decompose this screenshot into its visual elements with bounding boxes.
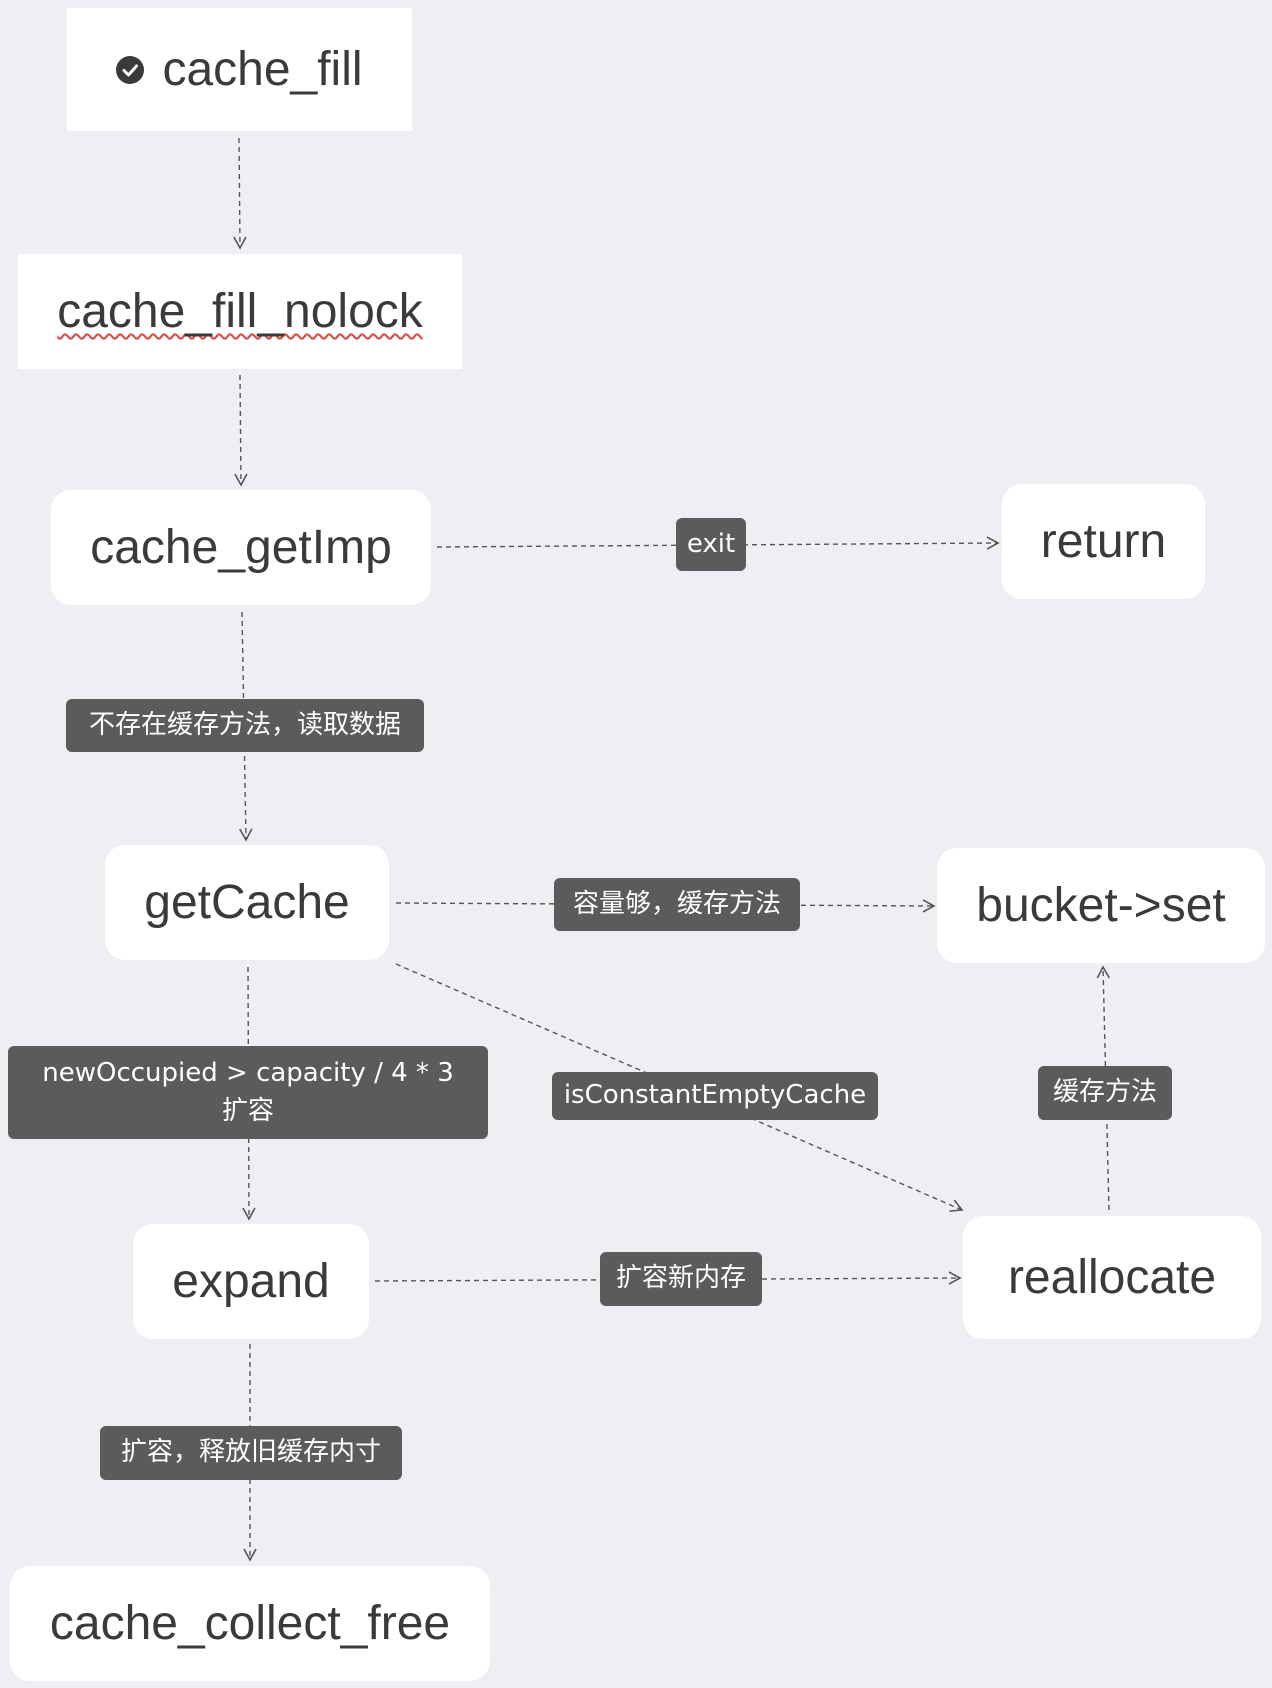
edge-label-expand-memory: 扩容新内存 (600, 1252, 762, 1306)
edge-label-release-old: 扩容，释放旧缓存内寸 (100, 1426, 402, 1480)
node-getcache-label: getCache (144, 876, 350, 929)
node-cache-collect-free: cache_collect_free (10, 1566, 490, 1681)
node-expand-label: expand (172, 1255, 330, 1308)
node-return-label: return (1040, 515, 1167, 568)
node-return: return (1002, 484, 1205, 599)
edge-label-not-cached: 不存在缓存方法，读取数据 (66, 699, 424, 752)
node-cache-fill-label: cache_fill (162, 43, 363, 96)
node-cache-getimp-label: cache_getImp (90, 521, 392, 574)
edge-label-is-constant-empty: isConstantEmptyCache (552, 1072, 878, 1120)
edge-label-cache-method: 缓存方法 (1038, 1066, 1172, 1120)
node-cache-fill-nolock: cache_fill_nolock (18, 254, 462, 369)
edge-label-new-occupied: newOccupied > capacity / 4 * 3 扩容 (8, 1046, 488, 1139)
edge-fill-to-nolock (233, 137, 247, 250)
node-expand: expand (133, 1224, 369, 1339)
node-cache-fill: cache_fill (67, 8, 412, 131)
node-reallocate-label: reallocate (1007, 1251, 1217, 1304)
edge-label-exit: exit (676, 518, 746, 571)
check-circle-icon (116, 55, 145, 84)
edge-nolock-to-getimp (234, 374, 248, 487)
edge-getimp-to-getcache (239, 611, 253, 842)
node-bucket-set-label: bucket->set (976, 879, 1226, 932)
node-cache-getimp: cache_getImp (51, 490, 431, 605)
node-getcache: getCache (105, 845, 389, 960)
edge-label-capacity-ok: 容量够，缓存方法 (554, 878, 800, 931)
node-cache-collect-free-label: cache_collect_free (49, 1597, 451, 1650)
node-cache-fill-nolock-label: cache_fill_nolock (57, 285, 423, 338)
node-reallocate: reallocate (963, 1216, 1261, 1339)
node-bucket-set: bucket->set (937, 848, 1265, 963)
